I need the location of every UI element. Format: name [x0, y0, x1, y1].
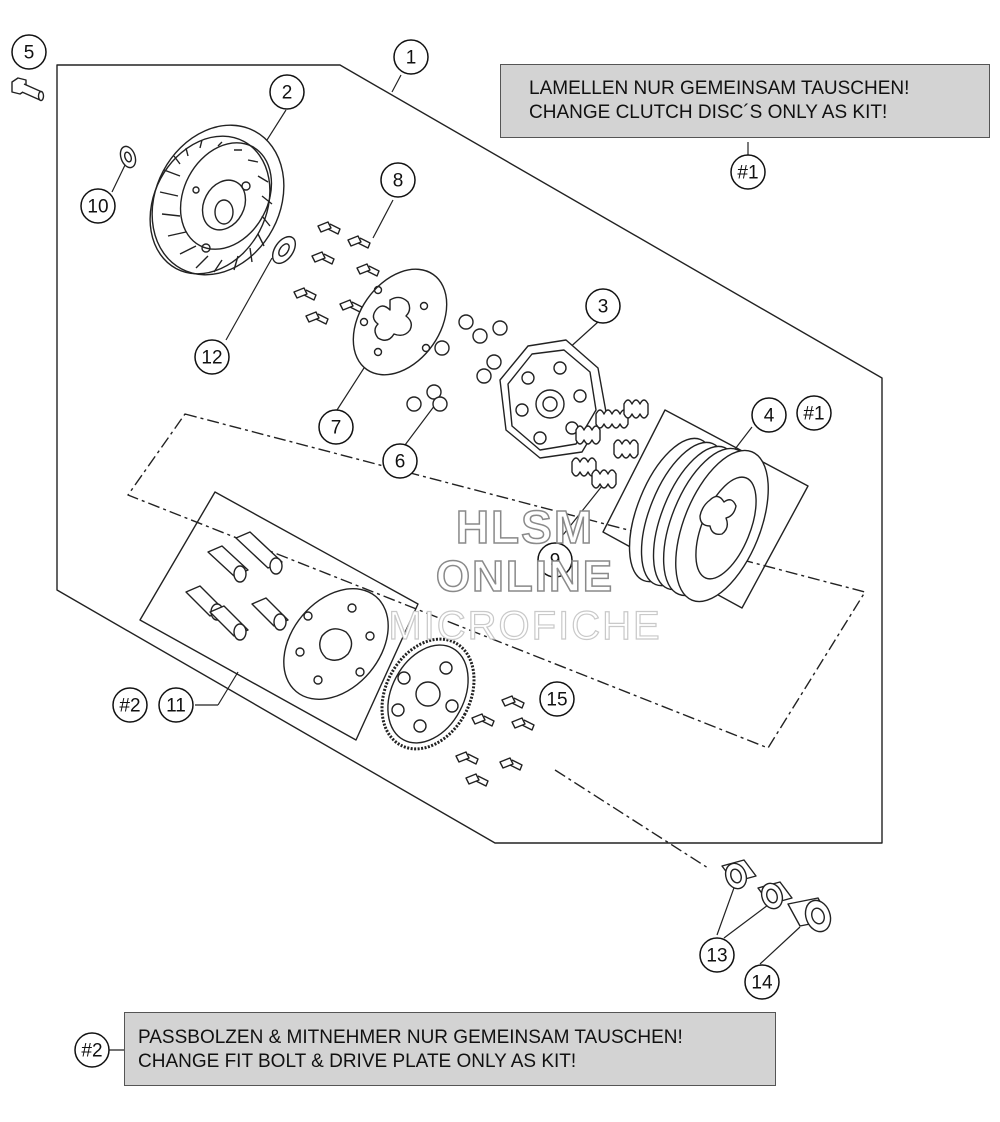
callout-7: 7: [331, 418, 342, 439]
callout-12: 12: [201, 348, 222, 369]
dashed-axis-line: [554, 769, 709, 869]
callout-8: 8: [393, 171, 404, 192]
callout-kit1-at-4: #1: [803, 404, 824, 425]
springs-part-9: [571, 399, 649, 489]
kit1-note-line-en: CHANGE CLUTCH DISC´S ONLY AS KIT!: [529, 102, 888, 123]
callout-15: 15: [546, 690, 567, 711]
callout-4: 4: [764, 406, 775, 427]
callout-5: 5: [24, 43, 35, 64]
clutch-discs-part-4: [628, 437, 769, 603]
screws-part-15: [455, 695, 535, 787]
callout-2: 2: [282, 83, 293, 104]
kit2-note-box: PASSBOLZEN & MITNEHMER NUR GEMEINSAM TAU…: [124, 1012, 776, 1086]
washer-part-10: [119, 145, 137, 169]
callout-13: 13: [706, 946, 727, 967]
fit-bolt-kit-outline: [139, 491, 419, 741]
bolt-part-5: [11, 77, 45, 102]
primary-gear: [380, 637, 476, 751]
callout-kit1-note: #1: [737, 163, 758, 184]
thrust-washer-part-12: [271, 235, 297, 265]
callout-3: 3: [598, 297, 609, 318]
bearing-rings-part-13: [721, 859, 793, 910]
callout-9: 9: [550, 551, 561, 572]
bushing-part-14: [787, 897, 832, 933]
fit-bolts-drive-plate-part-11: [185, 531, 389, 700]
callout-14: 14: [751, 973, 773, 994]
kit1-note-line-de: LAMELLEN NUR GEMEINSAM TAUSCHEN!: [529, 78, 910, 99]
kit2-note-line-de: PASSBOLZEN & MITNEHMER NUR GEMEINSAM TAU…: [138, 1027, 683, 1048]
callout-1: 1: [406, 48, 417, 69]
clutch-basket-part-2: [149, 124, 285, 276]
ramp-plate-part-7: [352, 268, 448, 376]
callout-kit2-at-11: #2: [119, 696, 140, 717]
callout-circles: [11, 34, 832, 1068]
callout-kit2-note: #2: [81, 1041, 102, 1062]
kit2-note-line-en: CHANGE FIT BOLT & DRIVE PLATE ONLY AS KI…: [138, 1051, 577, 1072]
kit1-note-box: LAMELLEN NUR GEMEINSAM TAUSCHEN! CHANGE …: [500, 64, 990, 138]
callout-11: 11: [166, 696, 186, 717]
callout-6: 6: [395, 452, 406, 473]
assembly-1-outline: [56, 64, 883, 844]
balls-part-6: [406, 314, 508, 412]
callout-10: 10: [87, 197, 108, 218]
